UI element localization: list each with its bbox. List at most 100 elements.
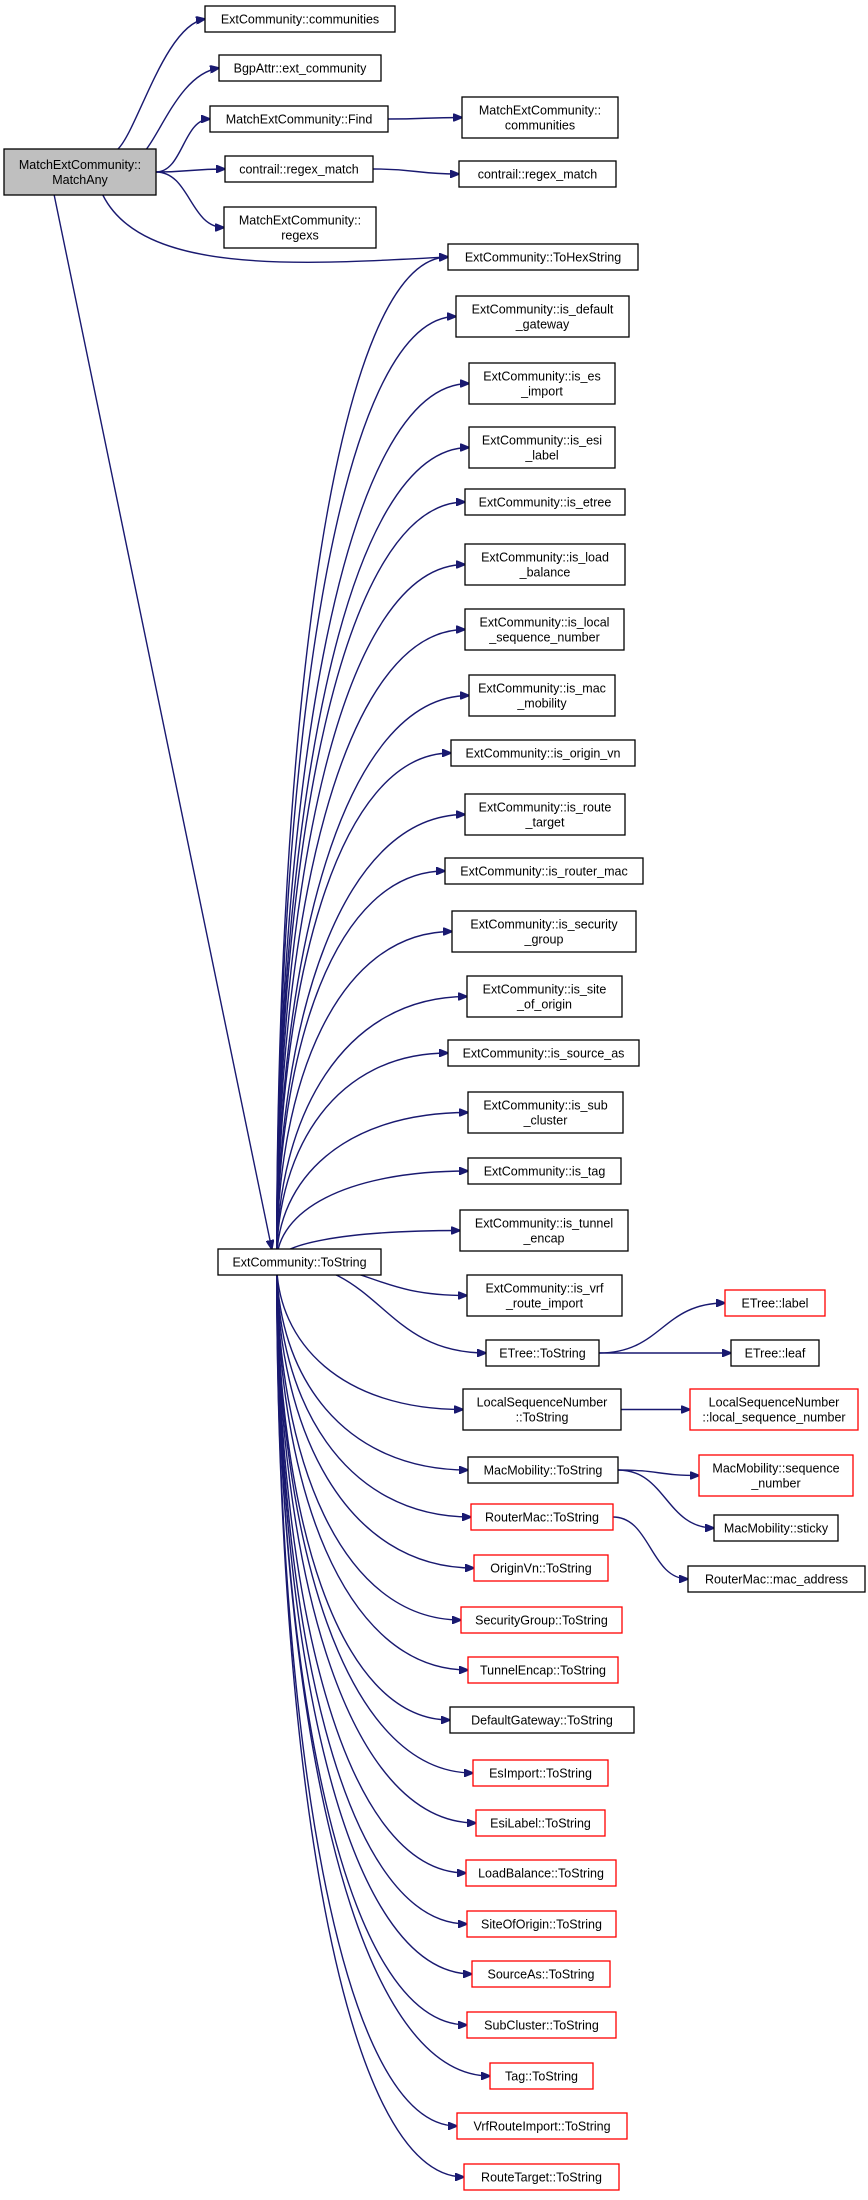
node-esilabel-tostring[interactable]: EsiLabel::ToString [475,1809,606,1837]
node-box [471,1960,611,1988]
node-label: ExtCommunity::is_es [483,370,600,384]
node-tostring[interactable]: ExtCommunity::ToString [217,1248,382,1276]
node-defgw-tostring[interactable]: DefaultGateway::ToString [449,1706,635,1734]
node-is-tag[interactable]: ExtCommunity::is_tag [467,1157,622,1185]
node-box [217,1248,382,1276]
node-is-origin-vn[interactable]: ExtCommunity::is_origin_vn [450,739,636,767]
node-is-load-balance[interactable]: ExtCommunity::is_load_balance [464,543,626,586]
node-label: RouterMac::ToString [485,1511,599,1525]
node-label: MatchAny [52,173,108,187]
node-box [467,1157,622,1185]
node-is-security-group[interactable]: ExtCommunity::is_security_group [451,910,637,953]
node-macmob-tostring[interactable]: MacMobility::ToString [467,1456,619,1484]
node-loadbalance-tostring[interactable]: LoadBalance::ToString [465,1859,617,1887]
node-is-route-target[interactable]: ExtCommunity::is_route_target [464,793,626,836]
node-tag-tostring[interactable]: Tag::ToString [489,2062,594,2090]
node-is-esi-label[interactable]: ExtCommunity::is_esi_label [468,426,616,469]
edge-root-to-tohexstring [102,194,448,263]
edge-root-to-find [155,119,210,173]
node-etree-leaf[interactable]: ETree::leaf [730,1339,820,1367]
node-regex-match-a[interactable]: contrail::regex_match [224,155,374,183]
node-label: _import [520,385,563,399]
node-box [3,148,157,196]
node-routermac-tostring[interactable]: RouterMac::ToString [470,1503,614,1531]
node-label: _label [524,449,558,463]
node-label: ExtCommunity::is_mac [478,682,606,696]
node-lsn-local[interactable]: LocalSequenceNumber::local_sequence_numb… [689,1388,859,1431]
node-communities[interactable]: ExtCommunity::communities [204,5,396,33]
node-is-sub-cluster[interactable]: ExtCommunity::is_sub_cluster [467,1091,624,1134]
node-label: ExtCommunity::communities [221,13,379,27]
edge-root-to-ext_community [140,68,219,157]
node-is-local-seq[interactable]: ExtCommunity::is_local_sequence_number [464,608,625,651]
node-label: MatchExtCommunity:: [479,104,601,118]
node-label: DefaultGateway::ToString [471,1714,613,1728]
node-find[interactable]: MatchExtCommunity::Find [209,105,389,133]
node-originvn-tostring[interactable]: OriginVn::ToString [473,1554,609,1582]
node-tunnelencap-tostring[interactable]: TunnelEncap::ToString [467,1656,619,1684]
node-is-etree[interactable]: ExtCommunity::is_etree [464,488,626,516]
node-tohexstring[interactable]: ExtCommunity::ToHexString [447,243,639,271]
node-label: communities [505,119,575,133]
node-secgroup-tostring[interactable]: SecurityGroup::ToString [460,1606,623,1634]
node-root[interactable]: MatchExtCommunity::MatchAny [3,148,157,196]
edge-tostring-to-tohexstring [275,257,448,1263]
node-label: _of_origin [516,998,572,1012]
node-regexs[interactable]: MatchExtCommunity::regexs [223,206,377,249]
node-regex-match-b[interactable]: contrail::regex_match [458,160,617,188]
node-is-site-of-origin[interactable]: ExtCommunity::is_site_of_origin [466,975,623,1018]
node-siteoforigin-tostring[interactable]: SiteOfOrigin::ToString [466,1910,617,1938]
node-macmob-sticky[interactable]: MacMobility::sticky [713,1514,839,1542]
node-routermac-addr[interactable]: RouterMac::mac_address [687,1565,866,1593]
node-box [467,1656,619,1684]
node-box [689,1388,859,1431]
node-label: ::local_sequence_number [702,1411,845,1425]
node-etree-tostring[interactable]: ETree::ToString [485,1339,600,1367]
node-is-tunnel-encap[interactable]: ExtCommunity::is_tunnel_encap [459,1209,629,1252]
node-subcluster-tostring[interactable]: SubCluster::ToString [466,2011,617,2039]
node-label: _sequence_number [488,631,600,645]
edge-routermac_tostring-to-routermac_addr [612,1516,688,1579]
node-lsn-tostring[interactable]: LocalSequenceNumber::ToString [462,1388,622,1431]
node-is-default-gateway[interactable]: ExtCommunity::is_default_gateway [455,295,630,338]
edge-tostring-to-macmob_tostring [275,1261,468,1470]
node-label: ExtCommunity::ToString [232,1256,366,1270]
node-label: EsImport::ToString [489,1767,592,1781]
node-mec-communities[interactable]: MatchExtCommunity::communities [461,96,619,139]
node-is-es-import[interactable]: ExtCommunity::is_es_import [468,362,616,405]
node-box [466,2011,617,2039]
node-esimport-tostring[interactable]: EsImport::ToString [472,1759,609,1787]
node-box [730,1339,820,1367]
node-label: MacMobility::sticky [724,1522,829,1536]
node-label: ETree::leaf [745,1347,806,1361]
node-label: ETree::label [742,1297,809,1311]
node-box [473,1554,609,1582]
node-is-source-as[interactable]: ExtCommunity::is_source_as [447,1039,640,1067]
node-is-mac-mobility[interactable]: ExtCommunity::is_mac_mobility [468,674,616,717]
node-box [459,1209,629,1252]
node-label: ExtCommunity::is_site [483,983,607,997]
node-etree-label[interactable]: ETree::label [724,1289,826,1317]
node-box [460,1606,623,1634]
node-is-vrf-route-import[interactable]: ExtCommunity::is_vrf_route_import [466,1274,623,1317]
node-label: ExtCommunity::is_sub [483,1099,607,1113]
node-box [463,2163,620,2191]
node-box [466,1274,623,1317]
node-vrfrouteimport-tostring[interactable]: VrfRouteImport::ToString [456,2112,628,2140]
node-box [467,1091,624,1134]
node-is-router-mac[interactable]: ExtCommunity::is_router_mac [444,857,644,885]
node-box [724,1289,826,1317]
node-box [224,155,374,183]
node-ext-community[interactable]: BgpAttr::ext_community [218,54,382,82]
node-label: Tag::ToString [505,2070,578,2084]
node-routetarget-tostring[interactable]: RouteTarget::ToString [463,2163,620,2191]
edge-tostring-to-is_security_group [275,932,452,1263]
node-label: MatchExtCommunity:: [239,214,361,228]
edge-tostring-to-subcluster_tostring [275,1261,467,2025]
node-label: OriginVn::ToString [490,1562,591,1576]
node-box [456,2112,628,2140]
node-label: LocalSequenceNumber [709,1396,840,1410]
node-macmob-seq[interactable]: MacMobility::sequence_number [698,1454,854,1497]
edge-tostring-to-siteoforigin_tostring [275,1261,467,1924]
node-sourceas-tostring[interactable]: SourceAs::ToString [471,1960,611,1988]
